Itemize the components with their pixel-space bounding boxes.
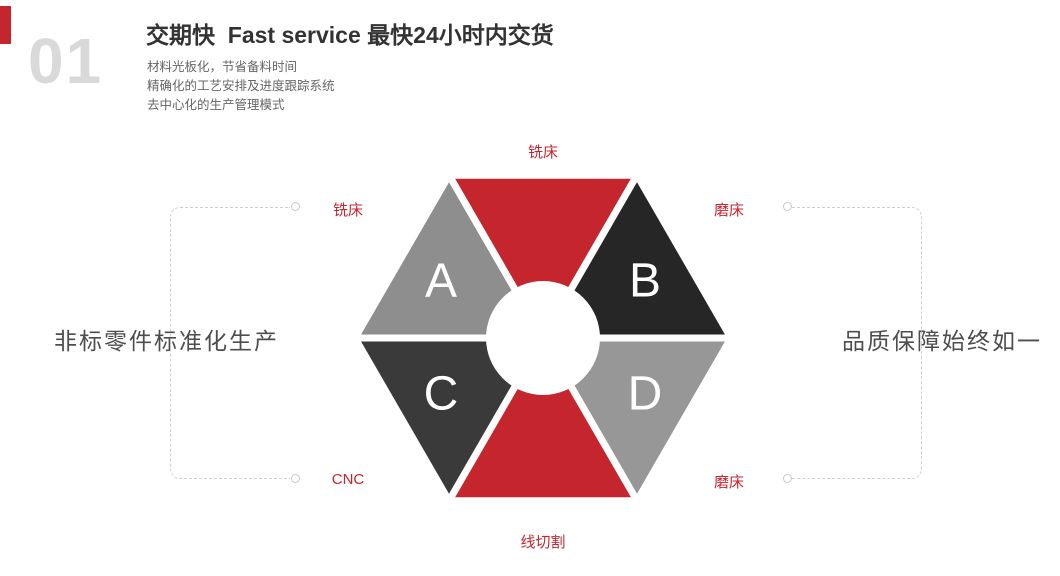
- letter-c: C: [424, 368, 459, 421]
- right-caption: 品质保障始终如一: [842, 328, 1042, 354]
- bullet-line-3: 去中心化的生产管理模式: [147, 98, 285, 112]
- index-number: 01: [28, 25, 104, 97]
- letter-a: A: [425, 255, 457, 308]
- segment-upper-left: [348, 168, 550, 342]
- label-right-top: 磨床: [713, 202, 744, 219]
- connector-dot-left-bottom: [291, 474, 300, 483]
- hexagon-diagram: A B C D: [348, 168, 738, 508]
- left-caption: 非标零件标准化生产: [54, 328, 279, 354]
- label-top: 铣床: [527, 144, 558, 161]
- connector-dot-left-top: [291, 202, 300, 211]
- bullet-line-1: 材料光板化，节省备料时间: [147, 60, 298, 74]
- label-left-bottom: CNC: [331, 471, 365, 488]
- letter-b: B: [629, 255, 661, 308]
- connector-dot-right-top: [783, 202, 792, 211]
- letter-d: D: [628, 368, 663, 421]
- red-accent-bar: [0, 6, 11, 44]
- label-bottom: 线切割: [520, 534, 566, 551]
- center-circle: [486, 281, 600, 395]
- bullet-list: 材料光板化，节省备料时间 精确化的工艺安排及进度跟踪系统 去中心化的生产管理模式: [147, 58, 335, 115]
- bullet-line-2: 精确化的工艺安排及进度跟踪系统: [147, 79, 335, 93]
- label-right-bottom: 磨床: [713, 474, 744, 491]
- connector-bracket-left: [170, 207, 290, 479]
- page-title: 交期快 Fast service 最快24小时内交货: [146, 22, 554, 48]
- label-left-top: 铣床: [332, 202, 363, 219]
- connector-bracket-right: [792, 207, 922, 479]
- connector-dot-right-bottom: [783, 474, 792, 483]
